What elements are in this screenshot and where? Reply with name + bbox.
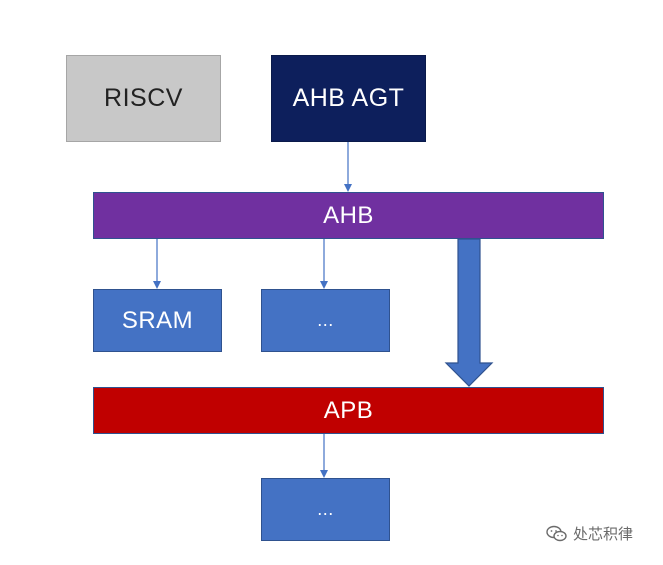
ahb-label: AHB bbox=[323, 201, 374, 229]
ahb-agt-label: AHB AGT bbox=[292, 84, 405, 112]
apb-device-block: ... bbox=[261, 478, 390, 541]
watermark: 处芯积律 bbox=[546, 523, 633, 544]
ahb-agt-block: AHB AGT bbox=[271, 55, 426, 142]
ahb-to-apb-bridge-arrow bbox=[444, 238, 494, 387]
apb-device-label: ... bbox=[317, 499, 334, 519]
wechat-icon bbox=[546, 525, 567, 541]
ahb-device-block: ... bbox=[261, 289, 390, 352]
riscv-label: RISCV bbox=[104, 84, 183, 112]
apb-bus: APB bbox=[93, 387, 604, 434]
ahb-bus: AHB bbox=[93, 192, 604, 239]
watermark-text: 处芯积律 bbox=[573, 525, 634, 543]
ahb-device-label: ... bbox=[317, 310, 334, 330]
sram-label: SRAM bbox=[121, 306, 194, 334]
riscv-block: RISCV bbox=[66, 55, 221, 142]
apb-label: APB bbox=[323, 396, 374, 424]
sram-block: SRAM bbox=[93, 289, 222, 352]
